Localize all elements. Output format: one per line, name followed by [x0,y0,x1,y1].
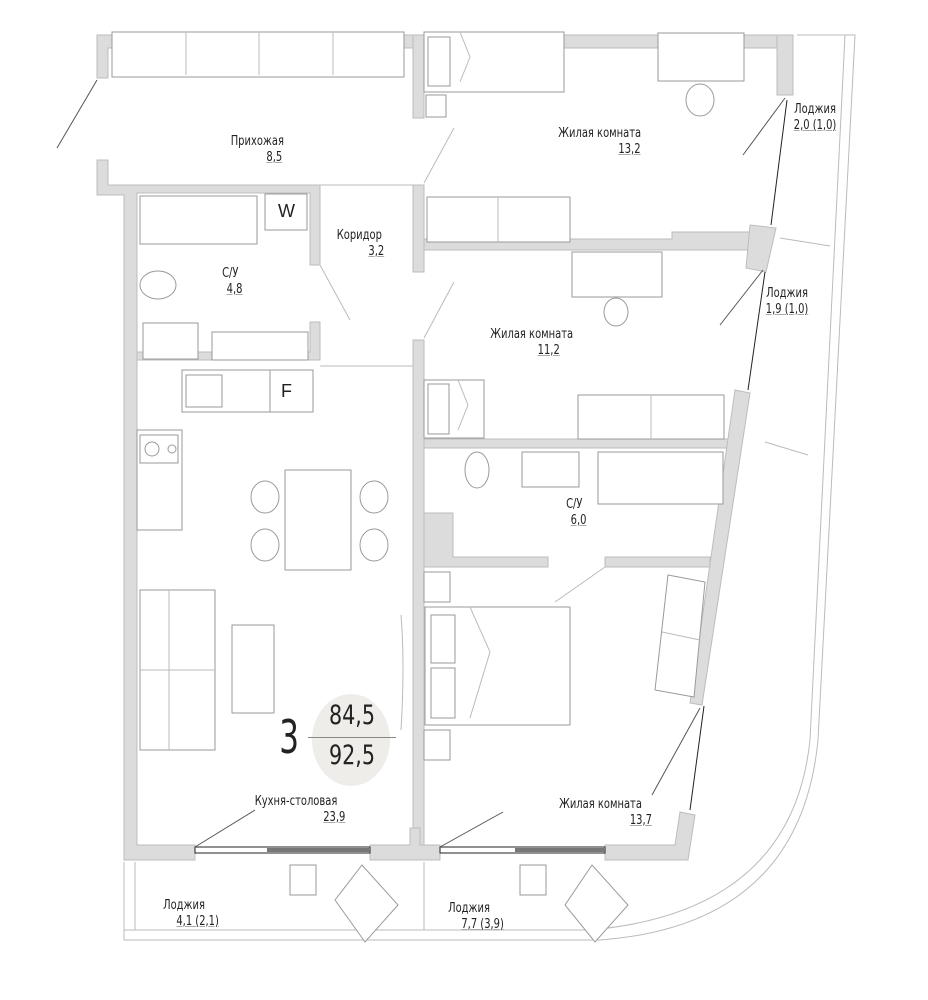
living-area: 84,5 [329,700,375,731]
furniture [111,31,745,943]
total-area: 92,5 [329,740,375,771]
windows [194,99,788,854]
badge-circle [312,694,390,786]
washer-label: W [278,201,295,221]
fridge-label: F [281,381,292,401]
badge-divider [308,737,396,738]
door-swings [56,79,786,848]
loggia-outline [123,34,856,941]
rooms-count: 3 [279,710,300,764]
